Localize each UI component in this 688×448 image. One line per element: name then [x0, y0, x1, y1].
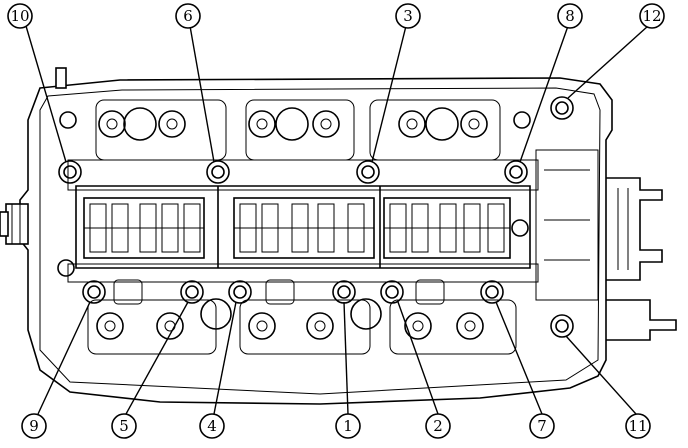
bolt-11 [550, 314, 574, 338]
callout-label: 10 [10, 7, 29, 25]
callout-2: 2 [425, 413, 451, 439]
bolt-5 [180, 280, 204, 304]
callout-6: 6 [175, 3, 201, 29]
bolt-7 [480, 280, 504, 304]
callout-label: 12 [642, 7, 661, 25]
bolt-3 [356, 160, 380, 184]
callout-9: 9 [21, 413, 47, 439]
callout-label: 4 [207, 417, 217, 435]
bolt-8 [504, 160, 528, 184]
callout-label: 8 [565, 7, 575, 25]
left-end-boss [0, 203, 29, 245]
callout-1: 1 [335, 413, 361, 439]
callout-11: 11 [625, 413, 651, 439]
callout-12: 12 [639, 3, 665, 29]
bolt-6 [206, 160, 230, 184]
callout-leaders [25, 25, 649, 415]
bolt-9 [82, 280, 106, 304]
callout-label: 7 [537, 417, 547, 435]
callout-4: 4 [199, 413, 225, 439]
callout-label: 6 [183, 7, 193, 25]
bolt-4 [228, 280, 252, 304]
bolt-2 [380, 280, 404, 304]
callout-10: 10 [7, 3, 33, 29]
callout-label: 2 [433, 417, 443, 435]
right-side-bracket [535, 149, 677, 341]
callout-label: 3 [403, 7, 413, 25]
callout-3: 3 [395, 3, 421, 29]
upper-valve-bosses [59, 99, 531, 161]
head-bolts [58, 96, 574, 338]
bolt-10 [58, 160, 82, 184]
lower-valve-bosses [57, 219, 529, 355]
callout-label: 11 [628, 417, 647, 435]
camshaft-gallery [67, 159, 539, 283]
callout-7: 7 [529, 413, 555, 439]
callout-8: 8 [557, 3, 583, 29]
callout-5: 5 [111, 413, 137, 439]
callout-label: 9 [29, 417, 39, 435]
callout-label: 5 [119, 417, 129, 435]
callout-label: 1 [343, 417, 353, 435]
bolt-12 [550, 96, 574, 120]
